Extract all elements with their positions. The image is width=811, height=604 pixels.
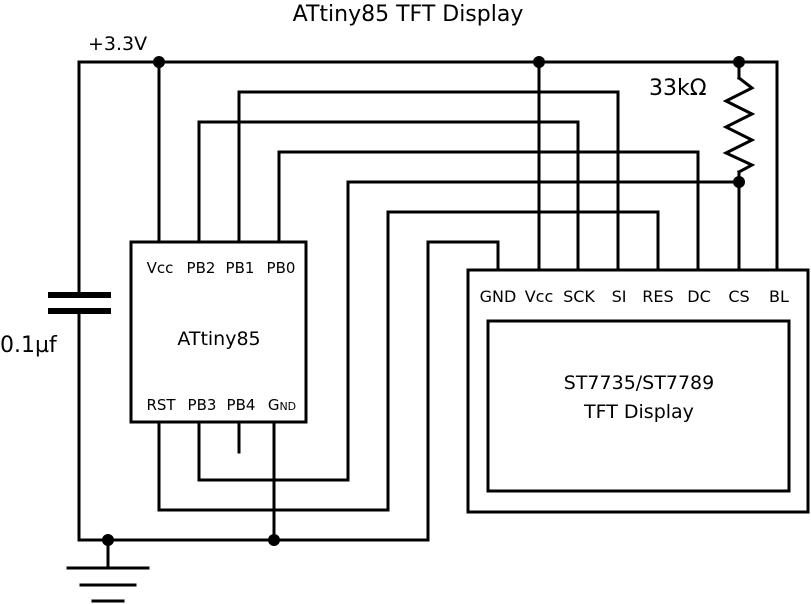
display-pin-sck: SCK [563,287,595,306]
junction-dot-ground-symbol [102,534,114,546]
display-pin-res: RES [642,287,673,306]
display-pin-cs: CS [728,287,749,306]
junction-dot-resistor-top [733,56,745,68]
pb3-to-cs-wire [197,180,741,482]
display-pin-si: SI [612,287,627,306]
supply-label: +3.3V [88,33,147,55]
attiny-pin-pb2: PB2 [187,259,216,277]
junction-dot-vcc-attiny [153,56,165,68]
display-name-line2: TFT Display [583,401,694,423]
capacitor-plate-bottom [48,308,111,314]
attiny-pin-pb1: PB1 [226,259,255,277]
display-screen [486,319,791,493]
display-pin-vcc: Vcc [525,287,554,306]
attiny-pin-pb4: PB4 [227,396,256,414]
junction-dot-ground-attiny [268,534,280,546]
attiny-pin-rst: RST [146,396,176,414]
capacitor-label: 0.1µf [0,333,58,358]
gnd-attiny-wire [272,240,500,542]
resistor-symbol [722,75,756,175]
resistor-label: 33kΩ [649,76,707,101]
attiny-pin-gnd: GND [268,396,296,414]
display-pin-bl: BL [769,287,789,306]
attiny85-name: ATtiny85 [177,328,260,350]
display-pin-dc: DC [687,287,711,306]
attiny-pin-pb3: PB3 [188,396,217,414]
junction-dot-vcc-display [533,56,545,68]
capacitor-plate-top [48,292,111,298]
diagram-title: ATtiny85 TFT Display [293,2,524,27]
junction-dot-cs [733,176,745,188]
rst-to-res-wire [157,210,660,512]
attiny85-chip [129,240,308,424]
display-pin-gnd: GND [480,287,517,306]
attiny-pin-pb0: PB0 [267,259,296,277]
pb2-to-sck-wire [197,120,580,272]
attiny-pin-vcc: Vcc [147,259,174,277]
pb0-to-dc-wire [277,150,700,272]
display-name-line1: ST7735/ST7789 [564,372,714,394]
